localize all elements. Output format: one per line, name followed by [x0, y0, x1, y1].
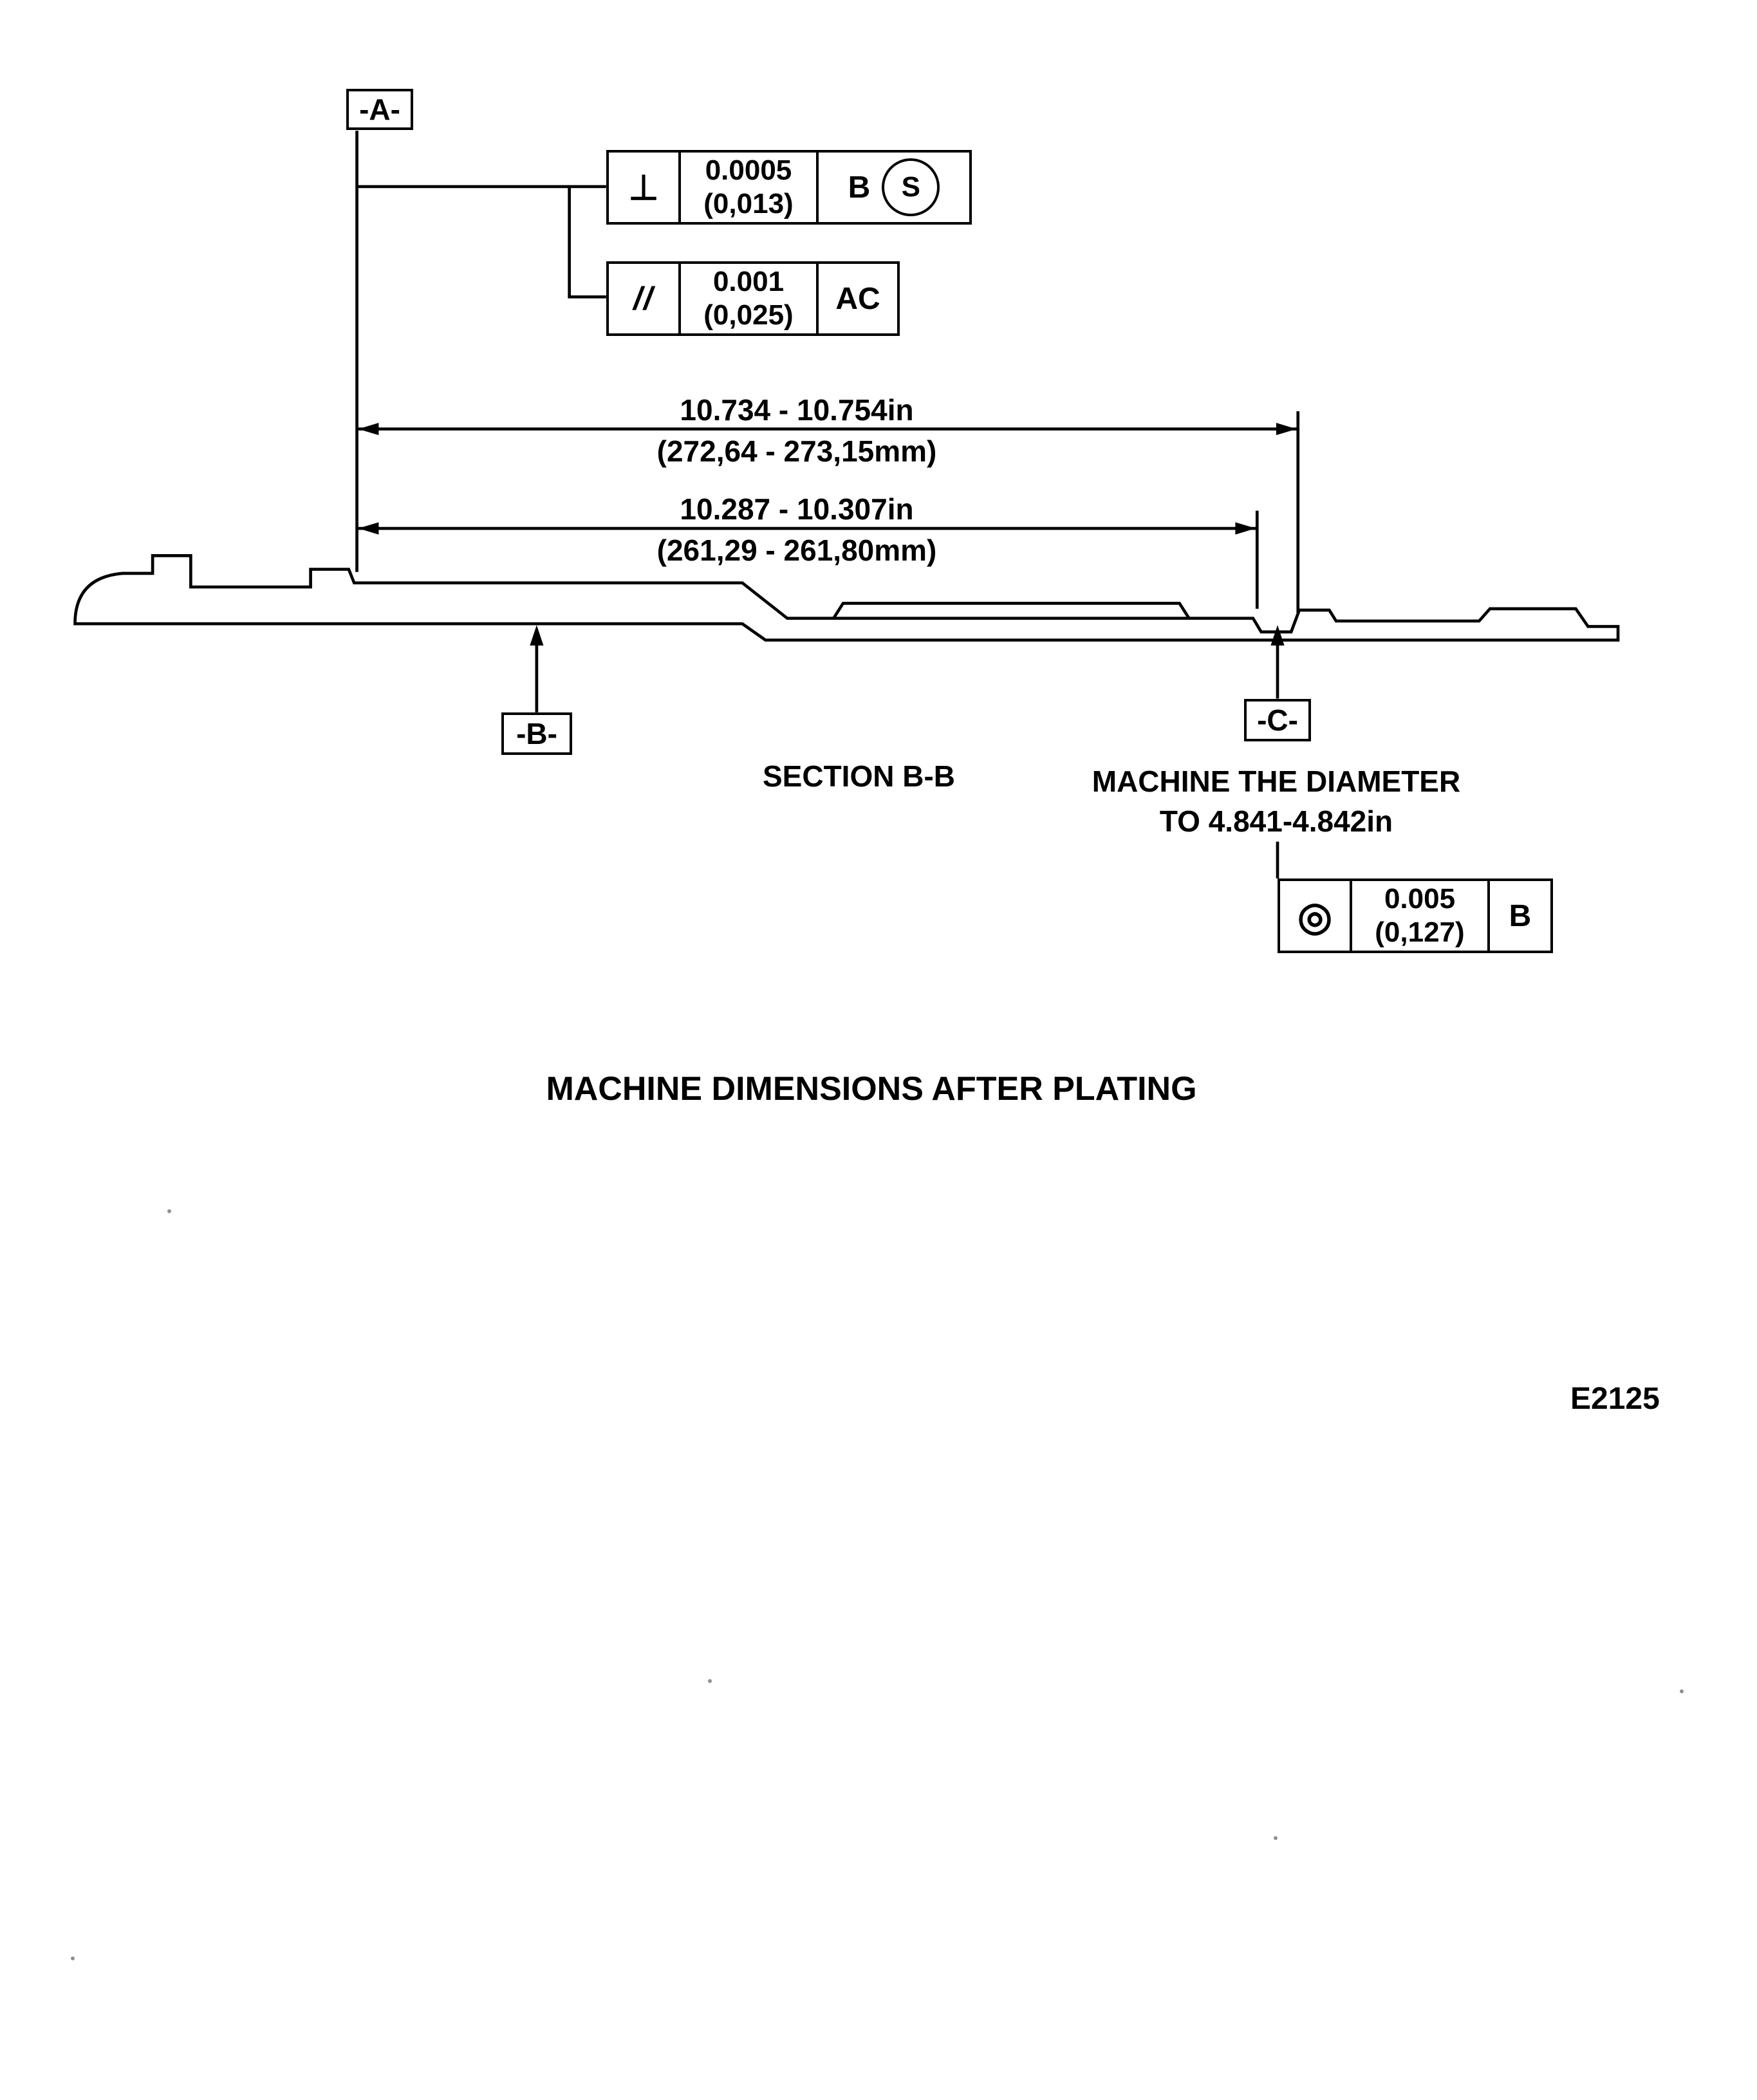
machine-diameter-note-line1: MACHINE THE DIAMETER — [1092, 765, 1461, 798]
fcf-conc-datum: B — [1509, 898, 1532, 933]
datum-c-label: -C- — [1244, 699, 1311, 741]
datum-c-arrowhead — [1270, 625, 1285, 646]
fcf-perp-modifier: S — [901, 171, 920, 203]
datum-a-text: -A- — [359, 93, 400, 126]
fcf-perp-datum: B — [848, 170, 871, 205]
fcf-perp-tolerance-mm: (0,013) — [703, 188, 794, 219]
figure-code: E2125 — [1570, 1382, 1660, 1416]
dim2-right-arrowhead — [1235, 522, 1256, 535]
datum-b-label: -B- — [501, 712, 572, 755]
fcf-perp-tolerance: 0.0005 (0,013) — [678, 150, 819, 225]
scan-speck — [708, 1679, 712, 1683]
fcf-par-datum-cell: AC — [816, 261, 900, 336]
datum-a-label: -A- — [346, 89, 413, 130]
scan-speck — [167, 1209, 171, 1213]
fcf-par-tolerance-in: 0.001 — [712, 266, 785, 297]
datum-c-text: -C- — [1257, 703, 1298, 737]
dim2-left-arrowhead — [358, 522, 379, 535]
fcf-par-tolerance-mm: (0,025) — [703, 299, 794, 331]
dimension-2-millimeters: (261,29 - 261,80mm) — [656, 534, 937, 567]
dim1-left-arrowhead — [358, 423, 379, 436]
fcf-perpendicularity: ⊥ 0.0005 (0,013) B S — [606, 150, 972, 225]
section-label: SECTION B-B — [763, 759, 955, 793]
dimension-2-inches: 10.287 - 10.307in — [680, 492, 914, 526]
parallelism-symbol-icon: // — [606, 261, 681, 336]
machine-diameter-note: MACHINE THE DIAMETER TO 4.841-4.842in — [1045, 761, 1508, 841]
fcf-concentricity: ◎ 0.005 (0,127) B — [1278, 878, 1553, 953]
perpendicularity-symbol-icon: ⊥ — [606, 150, 681, 225]
dim1-right-arrowhead — [1276, 423, 1297, 436]
fcf-par-tolerance: 0.001 (0,025) — [678, 261, 819, 336]
fcf-conc-tolerance-in: 0.005 — [1384, 883, 1456, 915]
scan-speck — [1680, 1689, 1684, 1693]
datum-b-arrowhead — [530, 625, 544, 646]
dimension-1-inches: 10.734 - 10.754in — [680, 393, 914, 427]
fcf-perp-tolerance-in: 0.0005 — [705, 154, 792, 186]
scan-speck — [1274, 1836, 1278, 1840]
fcf-par-datum: AC — [835, 281, 880, 316]
arrowheads — [358, 423, 1297, 646]
fcf-conc-datum-cell: B — [1487, 878, 1553, 953]
machine-diameter-note-line2: TO 4.841-4.842in — [1159, 804, 1393, 838]
scan-speck — [71, 1956, 75, 1960]
raised-land — [830, 602, 1192, 620]
datum-b-text: -B- — [516, 717, 557, 750]
fcf-conc-tolerance-mm: (0,127) — [1375, 916, 1465, 948]
fcf-connector-line — [357, 185, 606, 299]
circled-s-modifier-icon: S — [882, 158, 940, 216]
fcf-conc-tolerance: 0.005 (0,127) — [1350, 878, 1490, 953]
part-outline — [73, 554, 1620, 642]
dimension-1-millimeters: (272,64 - 273,15mm) — [656, 434, 937, 468]
fcf-perp-datum-cell: B S — [816, 150, 972, 225]
bottom-note: MACHINE DIMENSIONS AFTER PLATING — [546, 1070, 1197, 1108]
concentricity-symbol-icon: ◎ — [1278, 878, 1352, 953]
fcf-parallelism: // 0.001 (0,025) AC — [606, 261, 900, 336]
